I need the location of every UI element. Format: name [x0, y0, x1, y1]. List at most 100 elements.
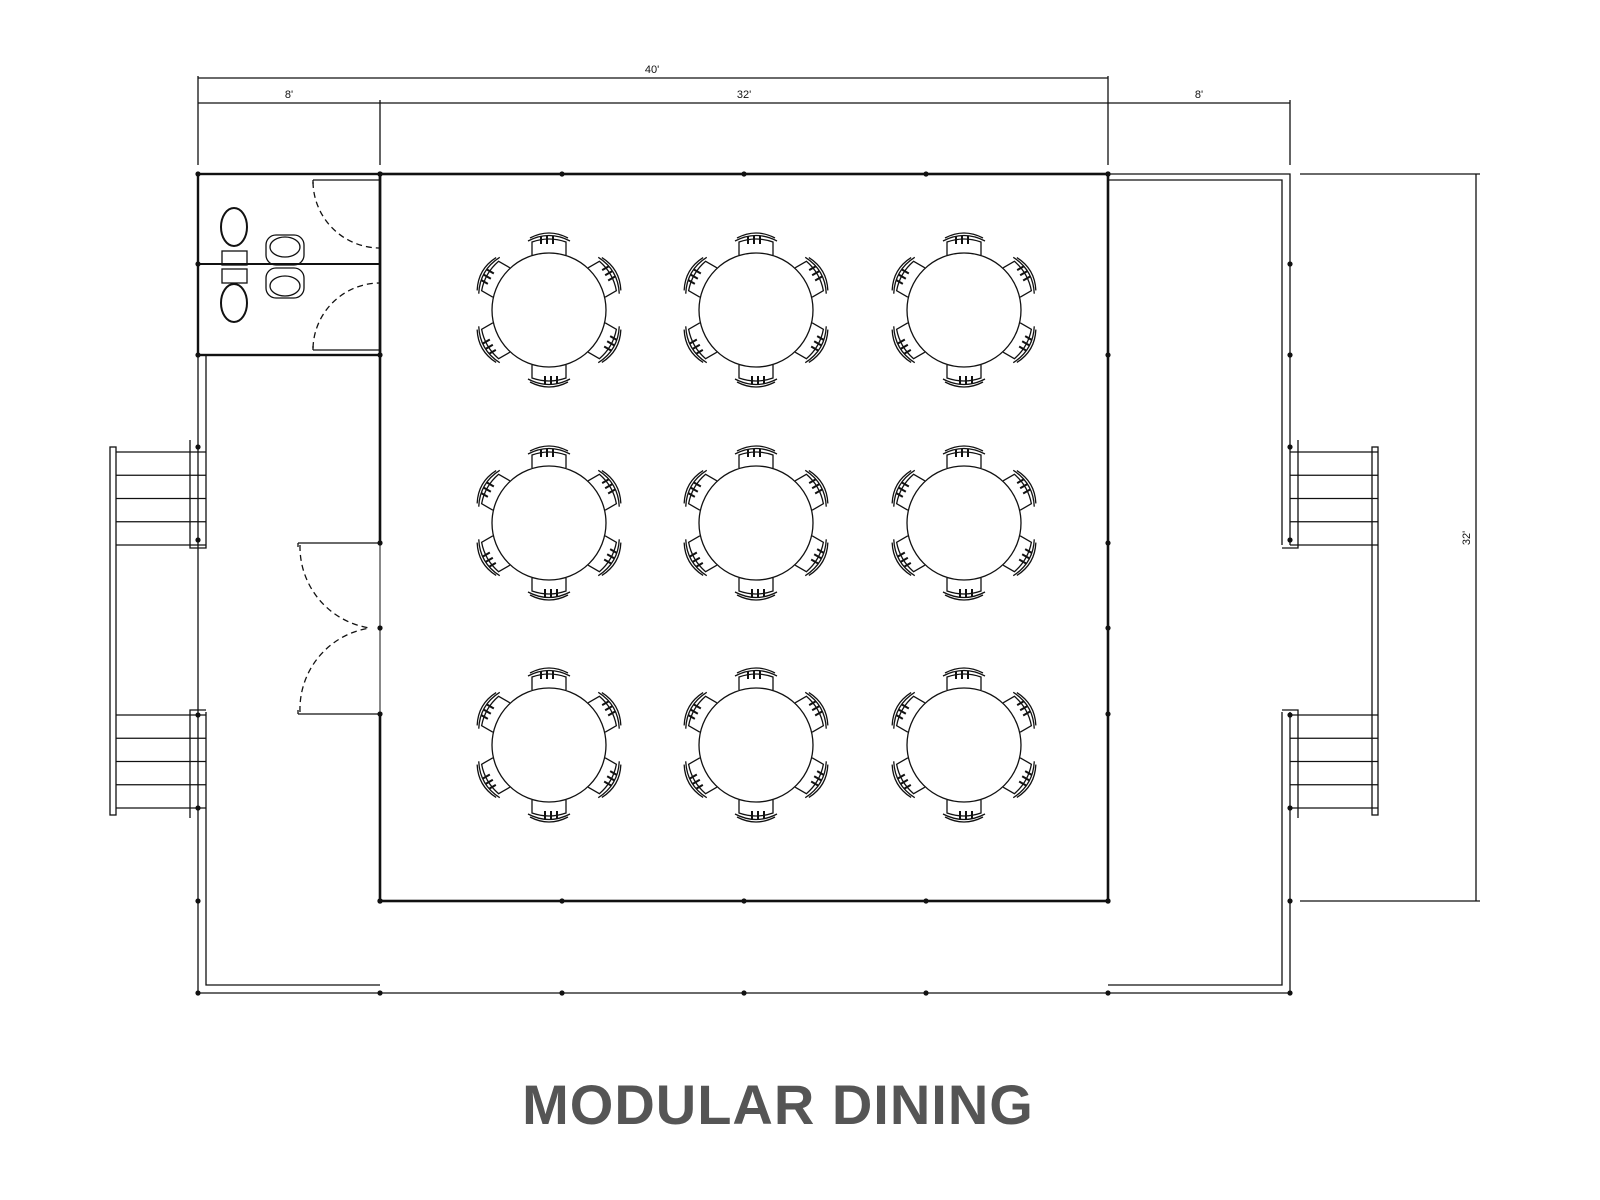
round-table [683, 445, 829, 601]
chair-icon [942, 445, 986, 468]
round-table [891, 667, 1037, 823]
chair-icon [527, 365, 571, 388]
chair-icon [891, 535, 926, 577]
chair-icon [527, 667, 571, 690]
restroom [196, 172, 382, 357]
chair-icon [476, 322, 511, 364]
chair-icon [587, 535, 622, 577]
post-marker [923, 898, 929, 904]
table-top [491, 465, 607, 581]
chair-icon [527, 445, 571, 468]
round-table [891, 445, 1037, 601]
post-marker [195, 712, 201, 718]
stair-rail-right [1371, 446, 1379, 816]
chair-icon [587, 469, 622, 511]
chair-icon [527, 578, 571, 601]
chair-icon [891, 469, 926, 511]
post-marker [741, 990, 747, 996]
chair-icon [476, 691, 511, 733]
chair-icon [794, 469, 829, 511]
chair-icon [683, 757, 718, 799]
deck-railings [189, 173, 1299, 994]
post-marker [195, 352, 201, 358]
stair-rail-left [109, 446, 117, 816]
table-top [491, 687, 607, 803]
post-marker [559, 171, 565, 177]
chair-icon [734, 800, 778, 823]
post-marker [195, 171, 201, 177]
post-marker [377, 171, 383, 177]
stairs-left [116, 714, 206, 809]
post-marker [559, 898, 565, 904]
chair-icon [1002, 256, 1037, 298]
table-top [698, 252, 814, 368]
chair-icon [476, 757, 511, 799]
post-marker [559, 990, 565, 996]
post-marker [1105, 711, 1111, 717]
stairs-right [1290, 714, 1378, 809]
chair-icon [1002, 469, 1037, 511]
chair-icon [942, 800, 986, 823]
chair-icon [794, 691, 829, 733]
round-table [476, 667, 622, 823]
chair-icon [734, 365, 778, 388]
post-marker [1287, 990, 1293, 996]
chair-icon [476, 535, 511, 577]
chair-icon [476, 469, 511, 511]
chair-icon [794, 256, 829, 298]
table-top [906, 465, 1022, 581]
round-table [683, 667, 829, 823]
chair-icon [794, 757, 829, 799]
chair-icon [942, 365, 986, 388]
stairs-left [116, 451, 206, 546]
sink-icon [265, 234, 305, 299]
post-marker [377, 898, 383, 904]
chair-icon [587, 691, 622, 733]
chair-icon [1002, 691, 1037, 733]
post-marker [377, 352, 383, 358]
toilet-icon [220, 207, 248, 323]
chair-icon [794, 322, 829, 364]
table-top [698, 687, 814, 803]
double-entry-door [297, 542, 380, 715]
post-marker [1105, 625, 1111, 631]
stairs-right [1290, 451, 1378, 546]
table-top [906, 252, 1022, 368]
post-marker [1105, 540, 1111, 546]
chair-icon [683, 469, 718, 511]
chair-icon [734, 578, 778, 601]
chair-icon [1002, 322, 1037, 364]
chair-icon [587, 256, 622, 298]
post-marker [195, 805, 201, 811]
table-top [906, 687, 1022, 803]
chair-icon [734, 445, 778, 468]
chair-icon [891, 757, 926, 799]
chair-icon [942, 667, 986, 690]
chair-icon [794, 535, 829, 577]
post-marker [1287, 898, 1293, 904]
post-marker [1105, 352, 1111, 358]
post-marker [377, 540, 383, 546]
chair-icon [942, 232, 986, 255]
post-marker [1105, 898, 1111, 904]
plan-title: MODULAR DINING [522, 1073, 1034, 1136]
chair-icon [891, 256, 926, 298]
round-table [891, 232, 1037, 388]
dimension-lines: 40' 8' 32' 8' 32' [197, 64, 1480, 902]
chair-icon [891, 322, 926, 364]
post-marker [195, 537, 201, 543]
post-marker [1105, 990, 1111, 996]
post-marker [1287, 444, 1293, 450]
post-marker [1287, 537, 1293, 543]
chair-icon [587, 322, 622, 364]
chair-icon [683, 256, 718, 298]
chair-icon [734, 232, 778, 255]
post-marker [741, 171, 747, 177]
chair-icon [683, 535, 718, 577]
post-marker [195, 444, 201, 450]
post-marker [1287, 352, 1293, 358]
table-top [698, 465, 814, 581]
round-table [476, 232, 622, 388]
table-top [491, 252, 607, 368]
chair-icon [527, 800, 571, 823]
